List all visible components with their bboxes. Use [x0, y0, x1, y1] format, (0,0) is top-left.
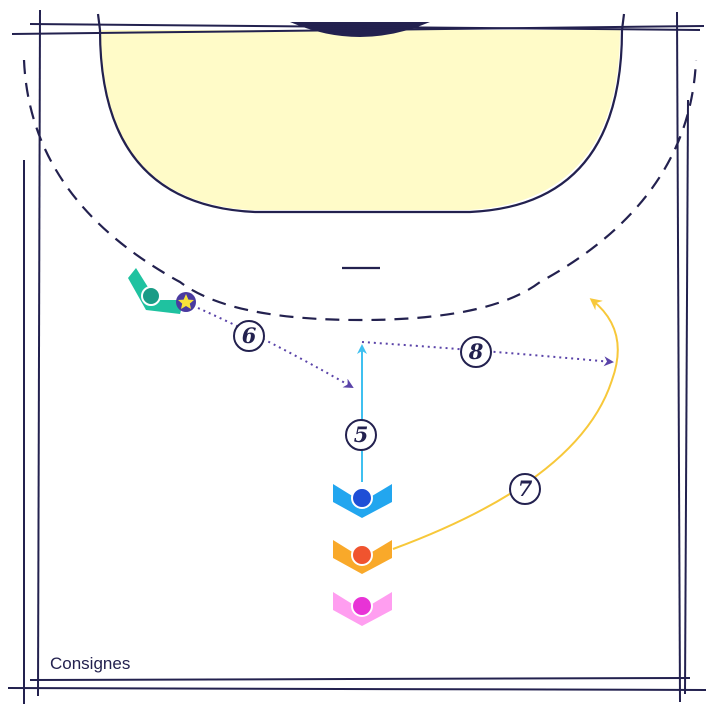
player-blue: [333, 484, 392, 518]
pass-6-arrow: [197, 307, 354, 388]
step-label-7-text: 7: [518, 476, 533, 501]
step-label-5: 5: [345, 419, 377, 451]
caption-consignes: Consignes: [50, 654, 131, 673]
player-pink: [333, 592, 392, 626]
player-orange: [333, 540, 392, 574]
goal-area: [100, 30, 620, 210]
court-border: [7, 9, 707, 704]
step-label-8-text: 8: [468, 339, 484, 364]
step-label-6: 6: [233, 320, 265, 352]
run-7-arrow: [392, 298, 619, 550]
ball-icon: [176, 292, 196, 312]
player-left-wing: [128, 268, 196, 314]
goal-area-line: [96, 13, 626, 214]
free-throw-line: [22, 59, 698, 322]
step-label-7: 7: [509, 473, 541, 505]
step-label-8: 8: [460, 336, 492, 368]
step-label-6-text: 6: [242, 323, 257, 348]
step-label-5-text: 5: [354, 422, 369, 447]
